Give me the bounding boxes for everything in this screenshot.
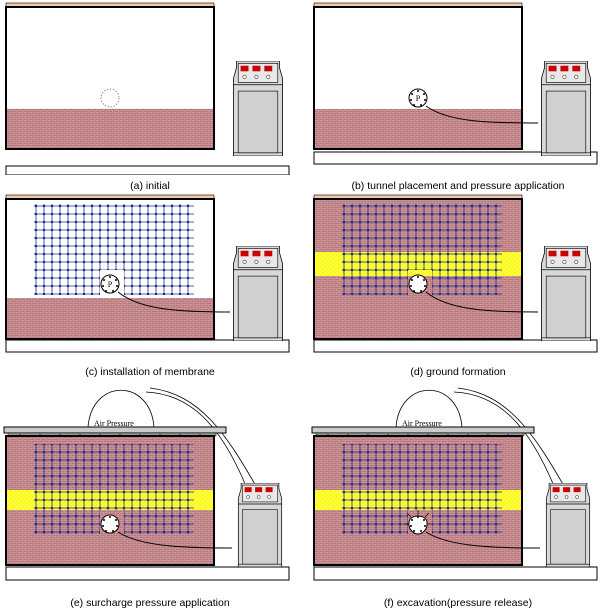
pressure-tube [117,531,233,549]
pressure-controller [545,483,591,567]
pressure-tube [425,105,539,124]
caption: (c) installation of membrane [85,366,215,378]
panel-b: P (b) tunnel placement and pressure appl… [308,0,600,200]
panel-e: Air Pressure (e) surcharge pressure appl… [0,384,300,609]
tank-frame [5,6,215,150]
tunnel-label: P [416,94,421,103]
tunnel-nodes [102,516,118,532]
panel-b-figure: P [313,2,598,165]
base-plate [5,339,290,353]
pressure-tube [425,531,541,549]
pressure-controller [232,61,284,156]
air-hose [453,391,555,487]
base-plate [5,566,290,581]
caption: (e) surcharge pressure application [70,597,230,609]
pressure-tube [425,291,539,313]
caption: (a) initial [130,180,170,192]
pressure-tube [117,291,231,313]
deformed-tunnel [408,515,428,535]
pressure-controller [237,483,283,567]
air-hose [87,390,155,428]
air-hose [457,387,565,487]
tunnel-nodes [410,90,426,106]
panel-c-figure: P [5,194,290,353]
membrane-mesh [342,204,502,295]
pressure-controller [232,246,284,341]
pressure-controller [540,61,592,156]
release-arrows [404,510,432,525]
tunnel-label: P [108,280,113,289]
membrane-mesh [342,444,502,534]
caption: (d) ground formation [410,366,506,378]
tunnel [408,274,428,294]
tunnel [100,274,120,294]
panel-d: (d) ground formation [308,194,600,394]
soil-layer [7,109,213,148]
pressure-controller [540,246,592,341]
caption: (b) tunnel placement and pressure applic… [351,180,565,192]
air-hose [395,390,463,428]
air-hose [149,387,257,487]
panel-a-figure [5,2,290,176]
base-plate [5,165,290,176]
panel-f: Air Pressure (f) excavation(pressure rel… [308,384,600,609]
tunnel [408,88,428,108]
air-pressure-label: Air Pressure [402,419,442,428]
tank-frame [313,435,523,566]
panel-e-figure: Air Pressure [3,387,290,581]
tank-frame [313,6,523,150]
panel-f-figure: Air Pressure [311,387,598,581]
base-plate [313,566,598,581]
base-plate [313,151,598,165]
panel-a: (a) initial [0,0,300,200]
soil-layer [315,109,521,148]
tank-frame [5,198,215,340]
tunnel-nodes [410,276,426,292]
tunnel-nodes [410,516,426,532]
tunnel [100,514,120,534]
loading-plate [3,426,227,434]
soil-layer [7,298,213,338]
tank-frame [313,198,523,340]
air-pressure-label: Air Pressure [94,419,134,428]
base-plate [313,339,598,353]
panel-d-figure [313,194,598,353]
membrane-mesh [34,444,194,534]
caption: (f) excavation(pressure release) [383,597,533,609]
tunnel-nodes [102,276,118,292]
loading-plate [311,426,535,434]
tunnel-outline [100,88,120,108]
air-hose [145,391,247,487]
panel-c: P (c) installation of membrane [0,194,300,394]
tank-frame [5,435,215,566]
membrane-mesh [34,204,194,295]
